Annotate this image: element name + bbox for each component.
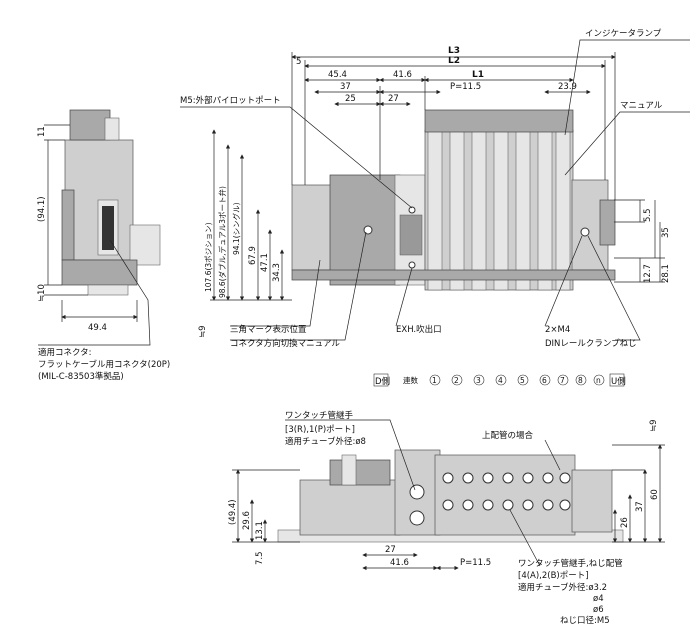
end-plate-d <box>291 184 333 271</box>
station-1: 1 <box>432 376 437 385</box>
dim-37: 37 <box>340 82 351 92</box>
bdim-27: 27 <box>385 545 396 555</box>
bdim-13-1: 13.1 <box>255 521 265 540</box>
dim-107-6: 107.6(3ポジション) <box>204 222 213 292</box>
side-top-block <box>69 109 111 141</box>
dim-L1: L1 <box>472 70 484 80</box>
bdim-7-5: 7.5 <box>255 551 265 565</box>
dim-34-3: 34.3 <box>272 263 282 282</box>
side-dim-width: 49.4 <box>88 323 107 333</box>
label-m4: 2×M4 <box>545 325 570 335</box>
m5-port-icon <box>408 206 416 214</box>
side-dim-bottom: ≒10 <box>37 284 47 302</box>
label-connector-manual: コネクタ方向切換マニュアル <box>230 338 340 349</box>
dim-L3: L3 <box>448 46 460 56</box>
side-connector-pins <box>102 206 114 250</box>
station-4: 4 <box>498 376 503 385</box>
bottom-view: (49.4) 29.6 13.1 7.5 27 41.6 P=11.5 ≒9 6… <box>228 410 665 626</box>
station-first: 連数 <box>403 375 418 385</box>
station-3: 3 <box>476 376 481 385</box>
port-1p-icon <box>409 510 425 526</box>
bottom-valve-ports <box>434 454 576 536</box>
label-manual: マニュアル <box>620 101 663 111</box>
port-3r-icon <box>409 484 425 500</box>
dim-28-1: 28.1 <box>661 264 671 283</box>
side-dim-height: (94.1) <box>37 196 47 222</box>
bdim-60: 60 <box>650 489 660 500</box>
bottom-fitting-left <box>341 454 357 486</box>
exh-port-icon <box>408 261 416 269</box>
dim-98-6: 98.6(ダブル,デュアル3ポート弁) <box>217 186 227 298</box>
label-din-screw: DINレールクランプねじ <box>545 339 637 349</box>
bottom-supply-block <box>329 459 391 486</box>
dim-94-1: 94.1(シングル) <box>231 202 241 255</box>
bdim-9: ≒9 <box>649 419 659 432</box>
bdim-26: 26 <box>620 517 630 528</box>
front-view: L3 L2 5 L1 45.4 41.6 37 P=11.5 23.9 25 2… <box>180 29 690 387</box>
bdim-49-4: (49.4) <box>228 499 238 525</box>
dim-47-1: 47.1 <box>260 253 270 272</box>
blabel-tube-3: ø4 <box>593 594 604 604</box>
station-2: 2 <box>454 376 459 385</box>
connector-label-1: 適用コネクタ: <box>38 347 92 358</box>
blabel-ports-1: [3(R),1(P)ポート] <box>285 425 355 435</box>
dim-pitch: P=11.5 <box>450 82 481 92</box>
dim-27: 27 <box>388 94 399 104</box>
label-m5-pilot: M5:外部パイロットポート <box>180 95 281 106</box>
side-fittings <box>129 224 161 266</box>
connector-manual-icon <box>363 225 373 235</box>
side-base <box>61 259 138 286</box>
dim-L2: L2 <box>448 56 460 66</box>
blabel-onetouch-1: ワンタッチ管継手 <box>285 410 354 421</box>
din-clamp <box>599 199 616 246</box>
blabel-ports-2: [4(A),2(B)ポート] <box>518 571 589 581</box>
label-exh-port: EXH.吹出口 <box>396 324 442 335</box>
dim-35: 35 <box>661 227 671 238</box>
dim-25: 25 <box>345 94 356 104</box>
station-row: D側 連数 1 2 3 4 5 6 7 8 n <box>373 373 626 387</box>
din-screw-icon <box>580 227 590 237</box>
side-bottom-fitting <box>87 284 129 296</box>
bottom-end-block <box>299 479 401 536</box>
dim-12-7: 12.7 <box>643 264 653 283</box>
valve-stations <box>424 109 574 291</box>
side-left-plate <box>61 189 75 261</box>
bdim-pitch: P=11.5 <box>460 558 491 568</box>
connector-label-2: フラットケーブル用コネクタ(20P) <box>38 359 170 370</box>
station-8: 8 <box>578 376 583 385</box>
blabel-upper-piping: 上配管の場合 <box>482 430 534 441</box>
bottom-end-u <box>571 469 613 533</box>
dim-41-6: 41.6 <box>393 70 412 80</box>
station-numbers: 1 2 3 4 5 6 7 8 n <box>429 374 605 386</box>
connector-label-3: (MIL-C-83503準拠品) <box>38 371 124 382</box>
blabel-tube-1: 適用チューブ外径:ø8 <box>285 436 366 447</box>
station-7: 7 <box>560 376 565 385</box>
dim-67-9: 67.9 <box>248 246 258 265</box>
bdim-29-6: 29.6 <box>242 511 252 530</box>
station-u-side: U側 <box>611 376 626 387</box>
dim-5-5: 5.5 <box>643 208 653 222</box>
blabel-screw: ねじ口径:M5 <box>560 615 610 626</box>
dim-23-9: 23.9 <box>558 82 577 92</box>
station-5: 5 <box>520 376 525 385</box>
label-indicator-lamp: インジケータランプ <box>585 29 662 39</box>
station-n: n <box>596 376 601 385</box>
dim-9: ≒9 <box>198 325 208 338</box>
bdim-41-6: 41.6 <box>390 558 409 568</box>
side-top-lamp <box>104 117 120 141</box>
blabel-onetouch-2: ワンタッチ管継手,ねじ配管 <box>518 558 623 569</box>
station-d-side: D側 <box>375 376 390 387</box>
side-dim-top: 11 <box>37 126 47 137</box>
blabel-tube-4: ø6 <box>593 605 604 615</box>
exh-vent-grid <box>399 214 423 256</box>
station-6: 6 <box>542 376 547 385</box>
din-rail <box>291 269 616 281</box>
dim-45-4: 45.4 <box>328 70 347 80</box>
dim-5: 5 <box>296 57 301 67</box>
blabel-tube-2: 適用チューブ外径:ø3.2 <box>518 582 607 593</box>
bdim-37: 37 <box>635 501 645 512</box>
side-view: (94.1) 11 ≒10 49.4 適用コネクタ: フラットケーブル用コネクタ… <box>37 109 170 382</box>
label-triangle-mark: 三角マーク表示位置 <box>230 324 307 335</box>
